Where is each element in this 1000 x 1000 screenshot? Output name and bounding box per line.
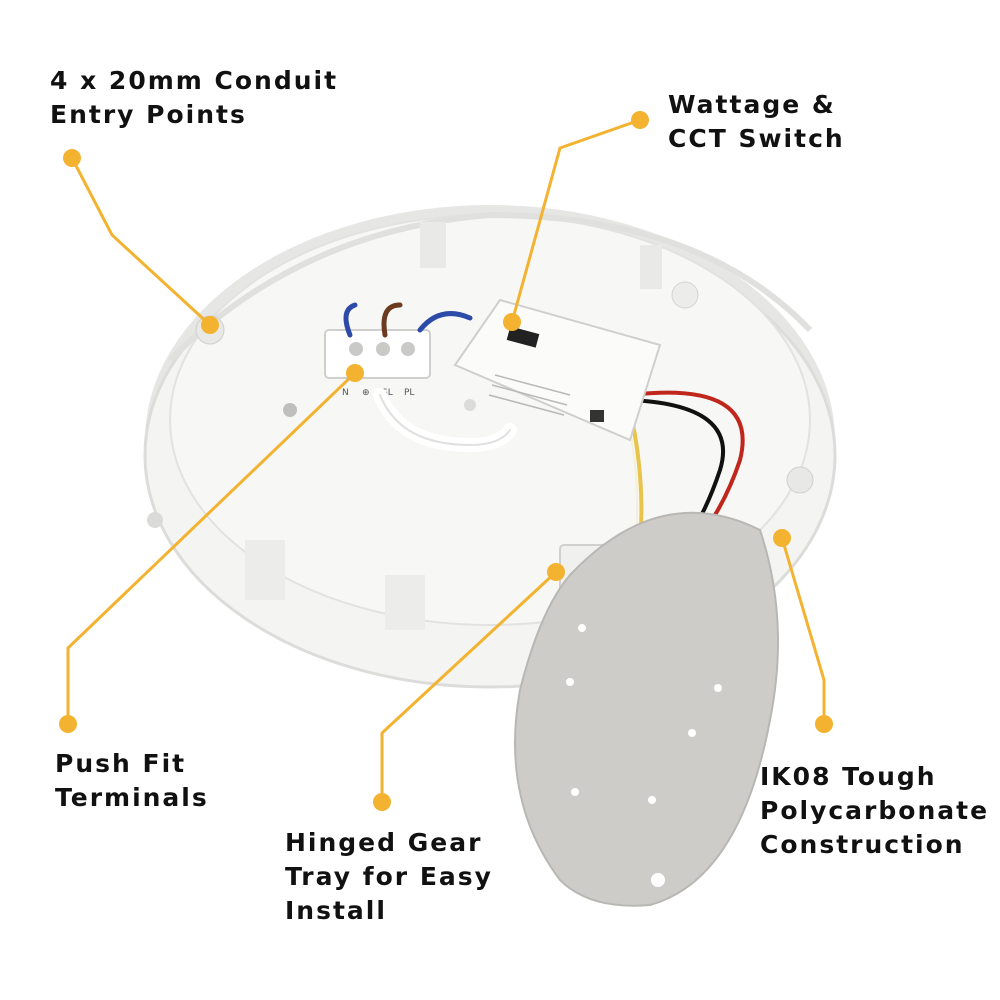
callout-line-gear-tray — [380, 570, 558, 802]
callout-gear-tray-line-2: Tray for Easy — [285, 862, 493, 891]
wattage-switch — [506, 326, 540, 348]
screw-hole — [464, 399, 476, 411]
housing-top-lip — [167, 211, 813, 363]
screw-hole — [147, 512, 163, 528]
callout-lines — [66, 118, 826, 802]
screw — [283, 403, 297, 417]
led-driver — [453, 298, 662, 442]
cct-switch — [590, 410, 604, 422]
terminal-mark-pl: PL — [404, 388, 414, 398]
callout-dot — [373, 793, 391, 811]
callout-dot — [547, 563, 565, 581]
housing-clip — [245, 540, 285, 600]
callout-line-conduit — [70, 157, 212, 327]
callout-construction-line-3: Construction — [760, 830, 965, 859]
callout-wattage-line-1: Wattage & — [668, 90, 836, 119]
housing-rib — [640, 245, 662, 289]
callout-gear-tray-line-3: Install — [285, 896, 387, 925]
callout-terminals-line-2: Terminals — [55, 783, 209, 812]
callout-line-wattage — [510, 118, 641, 323]
terminal-mark-earth: ⊕ — [362, 388, 370, 398]
callout-dot — [346, 364, 364, 382]
callout-push-fit-terminals: Push Fit Terminals — [55, 747, 209, 815]
callout-dot — [63, 149, 81, 167]
callout-line-terminals — [66, 371, 357, 724]
callout-dots — [59, 111, 833, 811]
callout-conduit-entry: 4 x 20mm Conduit Entry Points — [50, 64, 338, 132]
callout-dot — [59, 715, 77, 733]
callout-dot — [201, 316, 219, 334]
callout-ik08-construction: IK08 Tough Polycarbonate Construction — [760, 760, 989, 862]
terminal-mark-sl: SL — [382, 388, 393, 398]
callout-dot — [503, 313, 521, 331]
callout-dot — [773, 529, 791, 547]
callout-gear-tray-line-1: Hinged Gear — [285, 828, 483, 857]
conduit-knockout — [786, 466, 814, 494]
callout-construction-line-1: IK08 Tough — [760, 762, 937, 791]
hinged-gear-tray — [514, 511, 779, 907]
callout-dot — [815, 715, 833, 733]
callout-terminals-line-1: Push Fit — [55, 749, 187, 778]
callout-dot — [631, 111, 649, 129]
housing-clip — [385, 575, 425, 630]
callout-conduit-line-2: Entry Points — [50, 100, 247, 129]
conduit-knockout — [671, 281, 699, 309]
callout-conduit-line-1: 4 x 20mm Conduit — [50, 66, 339, 95]
callout-construction-line-2: Polycarbonate — [760, 796, 990, 825]
terminal-mark-n: N — [342, 388, 349, 398]
callout-wattage-line-2: CCT Switch — [668, 124, 845, 153]
callout-hinged-gear-tray: Hinged Gear Tray for Easy Install — [285, 826, 493, 928]
callout-wattage-cct-switch: Wattage & CCT Switch — [668, 88, 845, 156]
housing-rib — [420, 222, 446, 268]
callout-line-construction — [780, 537, 826, 724]
